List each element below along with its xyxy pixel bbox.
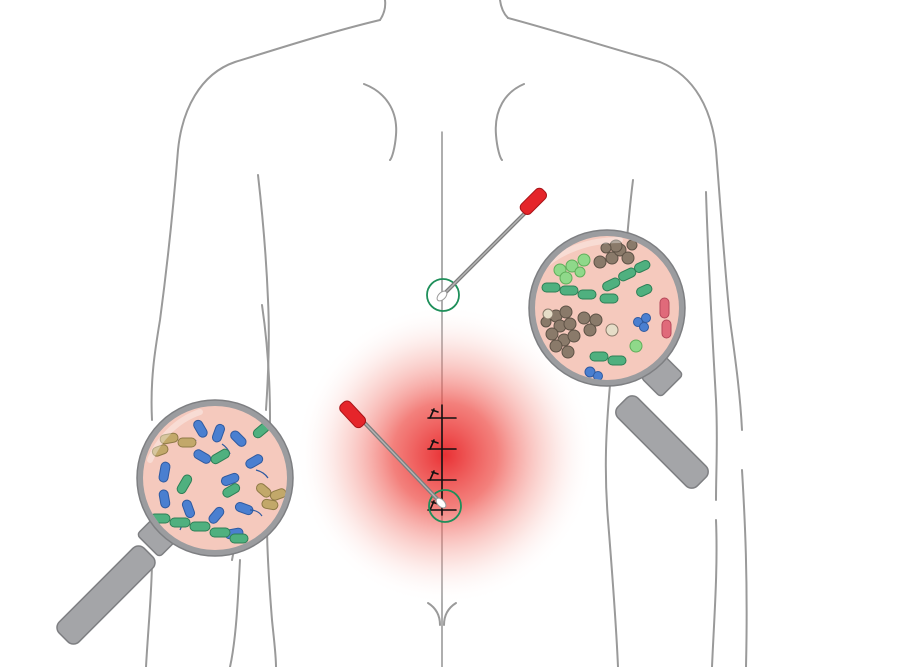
inflammation-area <box>295 305 595 605</box>
wound-sutures <box>427 404 457 516</box>
left-arm-inner-lower <box>229 559 241 667</box>
neck-left <box>379 0 387 21</box>
microbes-healthy <box>537 237 672 380</box>
swab-handle-lower <box>339 400 367 429</box>
swab-site-circle-wound <box>428 489 462 523</box>
suture-3 <box>427 470 457 481</box>
microbes-wound <box>147 409 287 544</box>
right-arm-inner-2 <box>711 519 718 667</box>
suture-1 <box>427 408 457 419</box>
left-shoulder-arm <box>150 19 381 421</box>
left-forearm-outer <box>145 559 153 667</box>
swab-handle-upper <box>519 187 547 215</box>
magnifier-handle-right <box>615 395 709 489</box>
left-arm-inner <box>257 174 270 411</box>
swab-cotton-tip-lower <box>435 497 447 509</box>
suture-2 <box>427 439 457 450</box>
right-scapula <box>494 83 525 161</box>
swab-site-circle-healthy <box>426 278 460 312</box>
right-shoulder-arm <box>507 17 743 431</box>
swab-cotton-tip-upper <box>436 290 448 302</box>
magnifier-healthy-microbiome <box>528 229 709 489</box>
body-outline <box>145 0 748 667</box>
right-arm-inner-lower <box>705 191 718 501</box>
swab-healthy-skin <box>426 187 547 312</box>
magnifier-wound-microbiome <box>56 399 294 645</box>
neck-right <box>499 0 509 19</box>
swab-wound <box>339 400 462 523</box>
torso-right-side <box>604 384 619 667</box>
right-forearm-outer <box>741 469 748 667</box>
left-scapula <box>363 83 398 161</box>
magnifier-handle-left <box>56 545 156 645</box>
